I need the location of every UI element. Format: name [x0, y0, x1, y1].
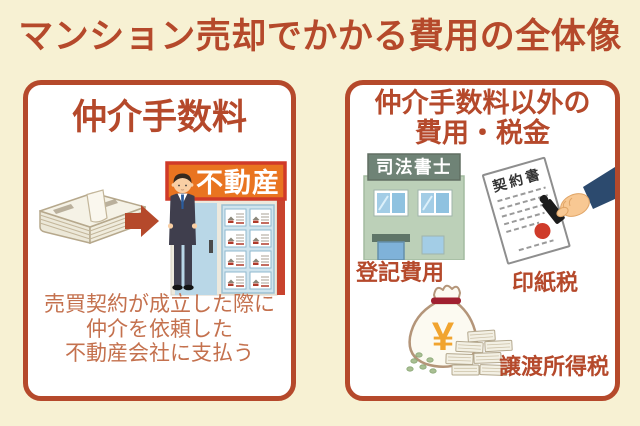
other-costs-title-line2: 費用・税金: [415, 118, 550, 149]
arrow-right-icon: [125, 205, 159, 237]
realtor-sign-text: 不動産: [196, 167, 280, 198]
brokerage-fee-title: 仲介手数料: [71, 98, 247, 137]
page-title: マンション売却でかかる費用の全体像: [18, 17, 622, 56]
description-line-1: 売買契約が成立した際に: [44, 293, 275, 316]
capital-gains-tax-label: 譲渡所得税: [498, 354, 609, 379]
description-line-2: 仲介を依頼した: [86, 317, 233, 341]
businessman-icon: [167, 173, 198, 291]
building-windows: [373, 189, 453, 217]
contract-paper: 契約書: [482, 156, 571, 265]
stamping-hand: [539, 167, 615, 224]
other-costs-title: 仲介手数料以外の費用・税金: [350, 88, 615, 148]
registration-fee-label: 登記費用: [355, 260, 444, 285]
stamp-tax-label: 印紙税: [511, 270, 578, 295]
scrivener-sign-text: 司法書士: [376, 157, 452, 177]
yen-symbol-text: ¥: [432, 315, 455, 359]
money-bag-icon: ¥: [406, 284, 513, 376]
description-line-3: 不動産会社に支払う: [65, 342, 254, 366]
payment-to-realtor-illustration: 不動産: [39, 161, 287, 296]
scrivener-office-icon: 司法書士: [363, 153, 465, 260]
other-costs-card: 仲介手数料以外の費用・税金 司法書士 登記費用 契約書: [345, 80, 620, 401]
coins: [406, 352, 437, 374]
contract-stamping-icon: 契約書: [482, 156, 615, 265]
other-costs-title-line1: 仲介手数料以外の: [374, 88, 591, 118]
brokerage-fee-description: 売買契約が成立した際に 仲介を依頼した 不動産会社に支払う: [28, 293, 291, 367]
brokerage-fee-card: 仲介手数料: [23, 80, 296, 401]
